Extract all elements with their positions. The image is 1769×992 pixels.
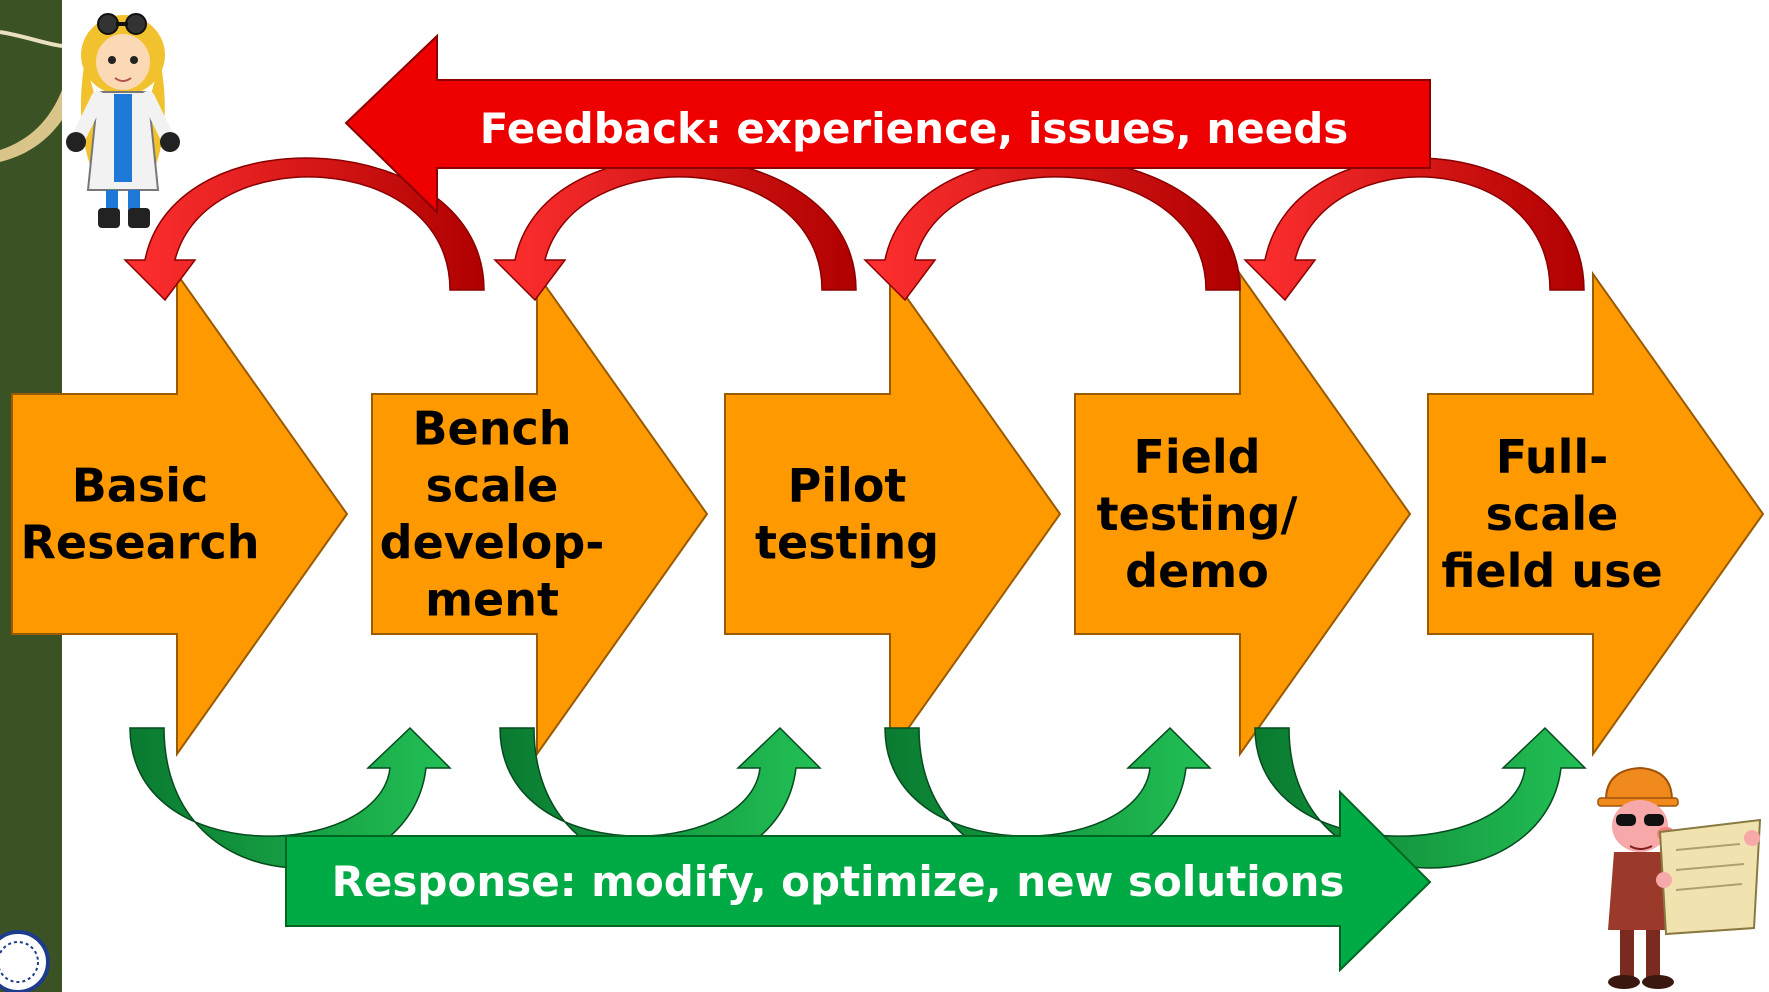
stage-label-line: Research [21,516,260,570]
stage-label-line: Bench [412,402,571,456]
response-label: Response: modify, optimize, new solution… [332,857,1345,906]
stage-arrow-shape [371,270,709,758]
feedback-label: Feedback: experience, issues, needs [480,104,1349,153]
scientist-icon [66,13,180,228]
feedback-arrow: Feedback: experience, issues, needs [344,33,1431,215]
stage-arrow-shape [11,270,349,758]
stage-label-line: ment [425,573,559,627]
response-arrow: Response: modify, optimize, new solution… [285,789,1432,973]
stage-label-line: Pilot [788,459,907,513]
seal-icon [0,930,50,992]
stage-label-line: Field [1133,430,1260,484]
feedback-curve-arrow-3 [863,157,1241,302]
stage-label-line: Full- [1496,430,1609,484]
stage-label-line: testing [755,516,939,570]
stage-label-line: demo [1125,544,1269,598]
stage-label-line: testing/ [1097,487,1298,541]
stage-arrow-shape [1427,270,1765,758]
stage-label-line: develop- [380,516,605,570]
stage-label-line: scale [426,459,559,513]
stage-arrow-shape [1074,270,1412,758]
response-curve-arrow-1 [129,726,452,869]
stage-label-line: field use [1441,544,1662,598]
feedback-curve-arrow-4 [1243,157,1585,302]
stage-label-line: Basic [72,459,209,513]
stage-label-line: scale [1486,487,1619,541]
feedback-curve-arrow-2 [493,157,857,302]
stage-arrow-shape [724,270,1062,758]
engineer-icon [1597,766,1762,989]
